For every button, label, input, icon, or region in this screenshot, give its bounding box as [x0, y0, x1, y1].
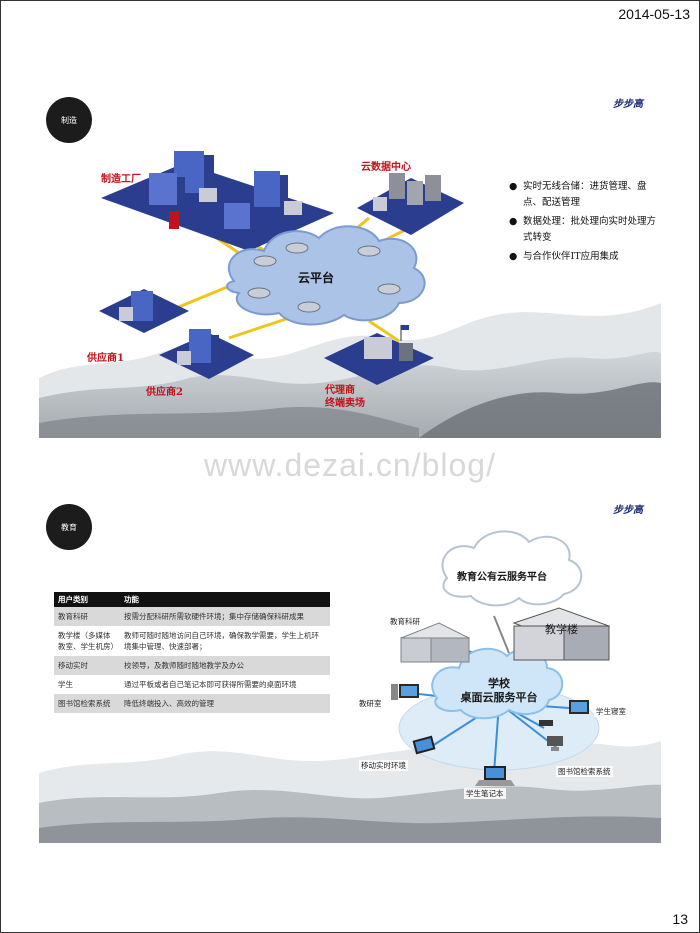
table-cell: 图书馆检索系统: [54, 694, 120, 713]
label-cloud-platform: 云平台: [298, 271, 335, 285]
bullet-text: 数据处理：批处理向实时处理方式转变: [523, 216, 657, 243]
label-student-laptop: 学生笔记本: [464, 788, 506, 799]
table-row: 图书馆检索系统 降低终端投入、高效的管理: [54, 694, 330, 713]
label-teaching-room: 教研室: [357, 698, 384, 709]
table-row: 教育科研 按需分配科研所需软硬件环境；集中存储确保科研成果: [54, 607, 330, 626]
tablet-icon: [412, 735, 436, 755]
label-agent: 代理商: [325, 385, 355, 396]
factory-buildings: [149, 151, 302, 229]
mountain-landscape-background: [39, 303, 661, 438]
supplier1-buildings: [119, 291, 161, 321]
table-cell: 降低终端投入、高效的管理: [120, 694, 330, 713]
school-cloud-shape: [431, 647, 564, 720]
research-building-icon: [399, 622, 471, 663]
manufacturing-bullet-list: ●实时无线合储：进货管理、盘点、配送管理 ●数据处理：批处理向实时处理方式转变 …: [509, 179, 659, 268]
supplier2-buildings: [177, 329, 219, 365]
library-terminal-icon: [547, 736, 563, 751]
education-cloud-diagram: [391, 530, 611, 786]
section-badge-education: 教育: [46, 504, 92, 550]
dorm-pc-icon: [539, 700, 589, 726]
table-row: 移动实时 校领导，及教师随时随地教学及办公: [54, 656, 330, 675]
brand-logo: 步步高: [613, 505, 643, 516]
antenna-icon: [493, 615, 510, 654]
table-header-cell: 用户类别: [54, 592, 120, 607]
label-mobile-env: 移动实时环境: [359, 760, 408, 771]
label-library: 图书馆检索系统: [556, 766, 613, 777]
teaching-building-icon: [512, 607, 611, 661]
bullet-dot-icon: ●: [509, 181, 518, 192]
table-cell: 教育科研: [54, 607, 120, 626]
table-cell: 按需分配科研所需软硬件环境；集中存储确保科研成果: [120, 607, 330, 626]
table-header-row: 用户类别 功能: [54, 592, 330, 607]
label-student-dorm: 学生寝室: [594, 706, 628, 717]
brand-logo: 步步高: [613, 99, 643, 110]
laptop-icon: [475, 766, 515, 786]
slide-education: 教育 步步高 用户类别 功能 教育科研 按需分配科研所需软硬件环境；集中存储确保…: [39, 498, 661, 843]
label-datacenter: 云数据中心: [361, 162, 411, 173]
bullet-item: ● 数据处理：批处理向实时处理方式转变: [509, 214, 659, 246]
label-factory: 制造工厂: [101, 174, 141, 185]
table-cell: 移动实时: [54, 656, 120, 675]
label-supplier2: 供应商2: [146, 387, 183, 398]
slide-manufacturing: 制造 步步高: [39, 93, 661, 438]
label-desktop-cloud-platform: 桌面云服务平台: [460, 691, 538, 704]
label-supplier1: 供应商1: [87, 353, 124, 364]
desktop-pc-icon: [391, 684, 419, 700]
manufacturing-network-diagram: [99, 151, 464, 385]
label-retail: 终端卖场: [325, 398, 365, 409]
table-row: 教学楼（多媒体教室、学生机房） 教师可随时随地访问自己环境，确保教学需要，学生上…: [54, 626, 330, 656]
label-research: 教育科研: [388, 616, 422, 627]
print-date: 2014-05-13: [618, 6, 690, 22]
table-row: 学生 通过平板或者自己笔记本即可获得所需要的桌面环境: [54, 675, 330, 694]
section-badge-manufacturing: 制造: [46, 97, 92, 143]
bullet-item: ● 实时无线合储：进货管理、盘点、配送管理: [509, 179, 659, 211]
public-cloud-shape: [441, 530, 583, 607]
bullet-dot-icon: ●: [509, 216, 518, 227]
label-school: 学校: [488, 677, 510, 690]
cloud-routers: [247, 242, 401, 313]
table-cell: 学生: [54, 675, 120, 694]
retail-store: [364, 325, 413, 361]
user-function-table: 用户类别 功能 教育科研 按需分配科研所需软硬件环境；集中存储确保科研成果 教学…: [54, 592, 330, 713]
bullet-dot-icon: ●: [509, 251, 518, 262]
table-cell: 教师可随时随地访问自己环境，确保教学需要，学生上机环境集中管理、快速部署；: [120, 626, 330, 656]
label-teaching-building: 教学楼: [545, 623, 578, 636]
bullet-text: 实时无线合储：进货管理、盘点、配送管理: [523, 181, 647, 208]
watermark: www.dezai.cn/blog/: [204, 447, 496, 483]
datacenter-servers: [373, 173, 441, 211]
table-cell: 教学楼（多媒体教室、学生机房）: [54, 626, 120, 656]
bullet-item: ● 与合作伙伴IT应用集成: [509, 249, 659, 265]
page-number: 13: [672, 911, 688, 927]
label-public-cloud: 教育公有云服务平台: [457, 572, 547, 583]
table-cell: 通过平板或者自己笔记本即可获得所需要的桌面环境: [120, 675, 330, 694]
table-cell: 校领导，及教师随时随地教学及办公: [120, 656, 330, 675]
bullet-text: 与合作伙伴IT应用集成: [523, 251, 619, 262]
table-header-cell: 功能: [120, 592, 330, 607]
